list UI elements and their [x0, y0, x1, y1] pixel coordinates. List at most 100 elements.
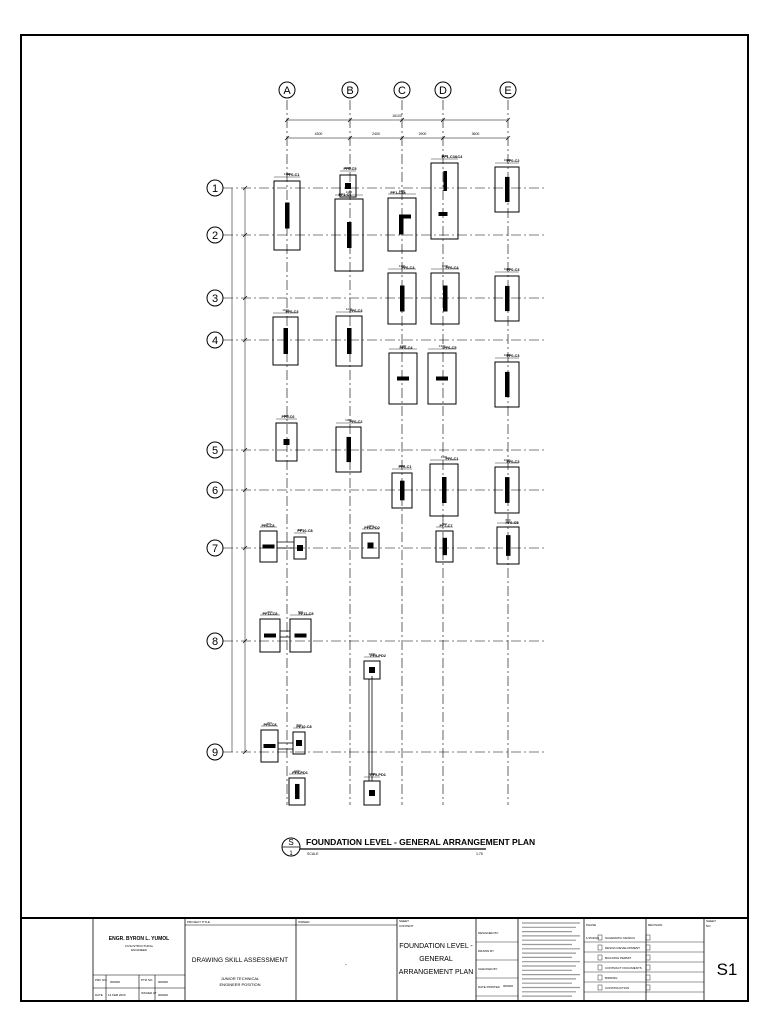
footing-dim: 1100 — [284, 172, 291, 176]
dim-tick — [284, 135, 290, 141]
dim-tick — [399, 117, 405, 123]
footing-dim: 1000 — [367, 524, 374, 528]
footing-pad — [259, 618, 281, 653]
grid-label-6: 6 — [212, 485, 218, 497]
role-label: DRAWN BY — [478, 949, 494, 953]
sheet-number: S1 — [717, 960, 738, 979]
owner-label: OWNER — [298, 920, 310, 924]
project-title-label: PROJECT TITLE — [187, 920, 210, 924]
title-block: ENGR. BYRON L. YUMOL CIVIL/STRUCTURAL EN… — [21, 917, 748, 1001]
column-section — [262, 544, 275, 549]
scale-value: 1:75 — [476, 852, 483, 856]
issued-value: 000000 — [158, 993, 168, 997]
column-section — [263, 744, 276, 748]
footing-dim: 700 — [267, 721, 272, 725]
dim-tick — [347, 135, 353, 141]
column-section — [283, 328, 288, 354]
dim-tick — [242, 232, 248, 238]
grid-label-8: 8 — [212, 636, 218, 648]
column-section — [297, 545, 303, 551]
grid-bubble-4 — [206, 331, 224, 349]
column-section — [367, 542, 374, 549]
footing-pad — [259, 530, 278, 563]
footing-pad — [272, 316, 299, 366]
footing-pad — [388, 352, 418, 405]
grid-bubble-B — [341, 81, 359, 99]
dim-tick — [242, 337, 248, 343]
sheet-contents-3: ARRANGEMENT PLAN — [399, 969, 474, 976]
footing-label: PF6-C5 — [443, 346, 456, 350]
phase-name: BIDDING — [605, 976, 618, 980]
sheet-contents-label: SHEET — [399, 919, 409, 923]
footing: PF0-C5 1100 — [339, 166, 357, 198]
phase-label: PHASE — [586, 923, 596, 927]
column-section — [347, 222, 352, 248]
footing-label: PF6-PD2 — [364, 526, 380, 530]
column-section — [295, 783, 300, 800]
grid-label-4: 4 — [212, 335, 218, 347]
footing-dim: 1000 — [504, 267, 511, 271]
column-section — [397, 376, 409, 381]
column-section — [294, 633, 307, 638]
phase-name: CONTRACT DOCUMENTS — [605, 966, 642, 970]
role-label: DESIGNED BY — [478, 931, 499, 935]
footing-dim: 1000 — [345, 418, 352, 422]
prc-value: 000000 — [110, 980, 120, 984]
revision-checkbox — [645, 954, 651, 961]
revision-label: REVISION — [648, 923, 662, 927]
phase-checkbox — [597, 944, 603, 951]
footing-dim: 900 — [399, 464, 404, 468]
column-section — [369, 790, 375, 796]
column-section — [369, 667, 375, 673]
dim-tick — [242, 749, 248, 755]
footing-label: PF0-C2 — [349, 420, 362, 424]
footing-label: PF6-C1 — [445, 457, 458, 461]
footing-label: PF0-C5 — [343, 167, 356, 171]
footing-dim: 1100 — [399, 189, 406, 193]
footing-label: PF1-C5a — [390, 191, 406, 195]
footing-pad — [494, 166, 520, 213]
footing-dim: 1000 — [504, 158, 511, 162]
engineer-role-2: ENGINEER — [131, 948, 148, 952]
footing-label: PF9-PD1 — [292, 771, 308, 775]
column-section — [442, 477, 447, 503]
span-dim-text: 3600 — [472, 132, 480, 136]
footing-label: PF6-C4 — [399, 346, 413, 350]
revision-checkbox — [645, 944, 651, 951]
plan-title: FOUNDATION LEVEL - GENERAL ARRANGEMENT P… — [306, 837, 535, 847]
footing-pad — [494, 361, 520, 408]
footing-label: PF0-C2 — [506, 159, 519, 163]
column-section — [443, 285, 448, 312]
footing-dim: 1000 — [369, 652, 376, 656]
footing-dim: 1000 — [504, 353, 511, 357]
column-section — [347, 328, 352, 354]
revision-checkbox — [645, 934, 651, 941]
dim-tick — [242, 638, 248, 644]
plan-title-number: S — [288, 838, 293, 847]
column-section — [296, 740, 302, 746]
footing-dim: 1100 — [346, 190, 353, 194]
footing-dim: 1100 — [346, 307, 353, 311]
grid-label-9: 9 — [212, 747, 218, 759]
revision-checkbox — [645, 984, 651, 991]
issued-label: ISSUED AT — [141, 991, 157, 995]
grid-bubble-5 — [206, 441, 224, 459]
dim-tick — [505, 135, 511, 141]
footing-dim: 800 — [505, 518, 510, 522]
footing-label: PF6-C8 — [261, 524, 274, 528]
phase-checkbox — [597, 974, 603, 981]
